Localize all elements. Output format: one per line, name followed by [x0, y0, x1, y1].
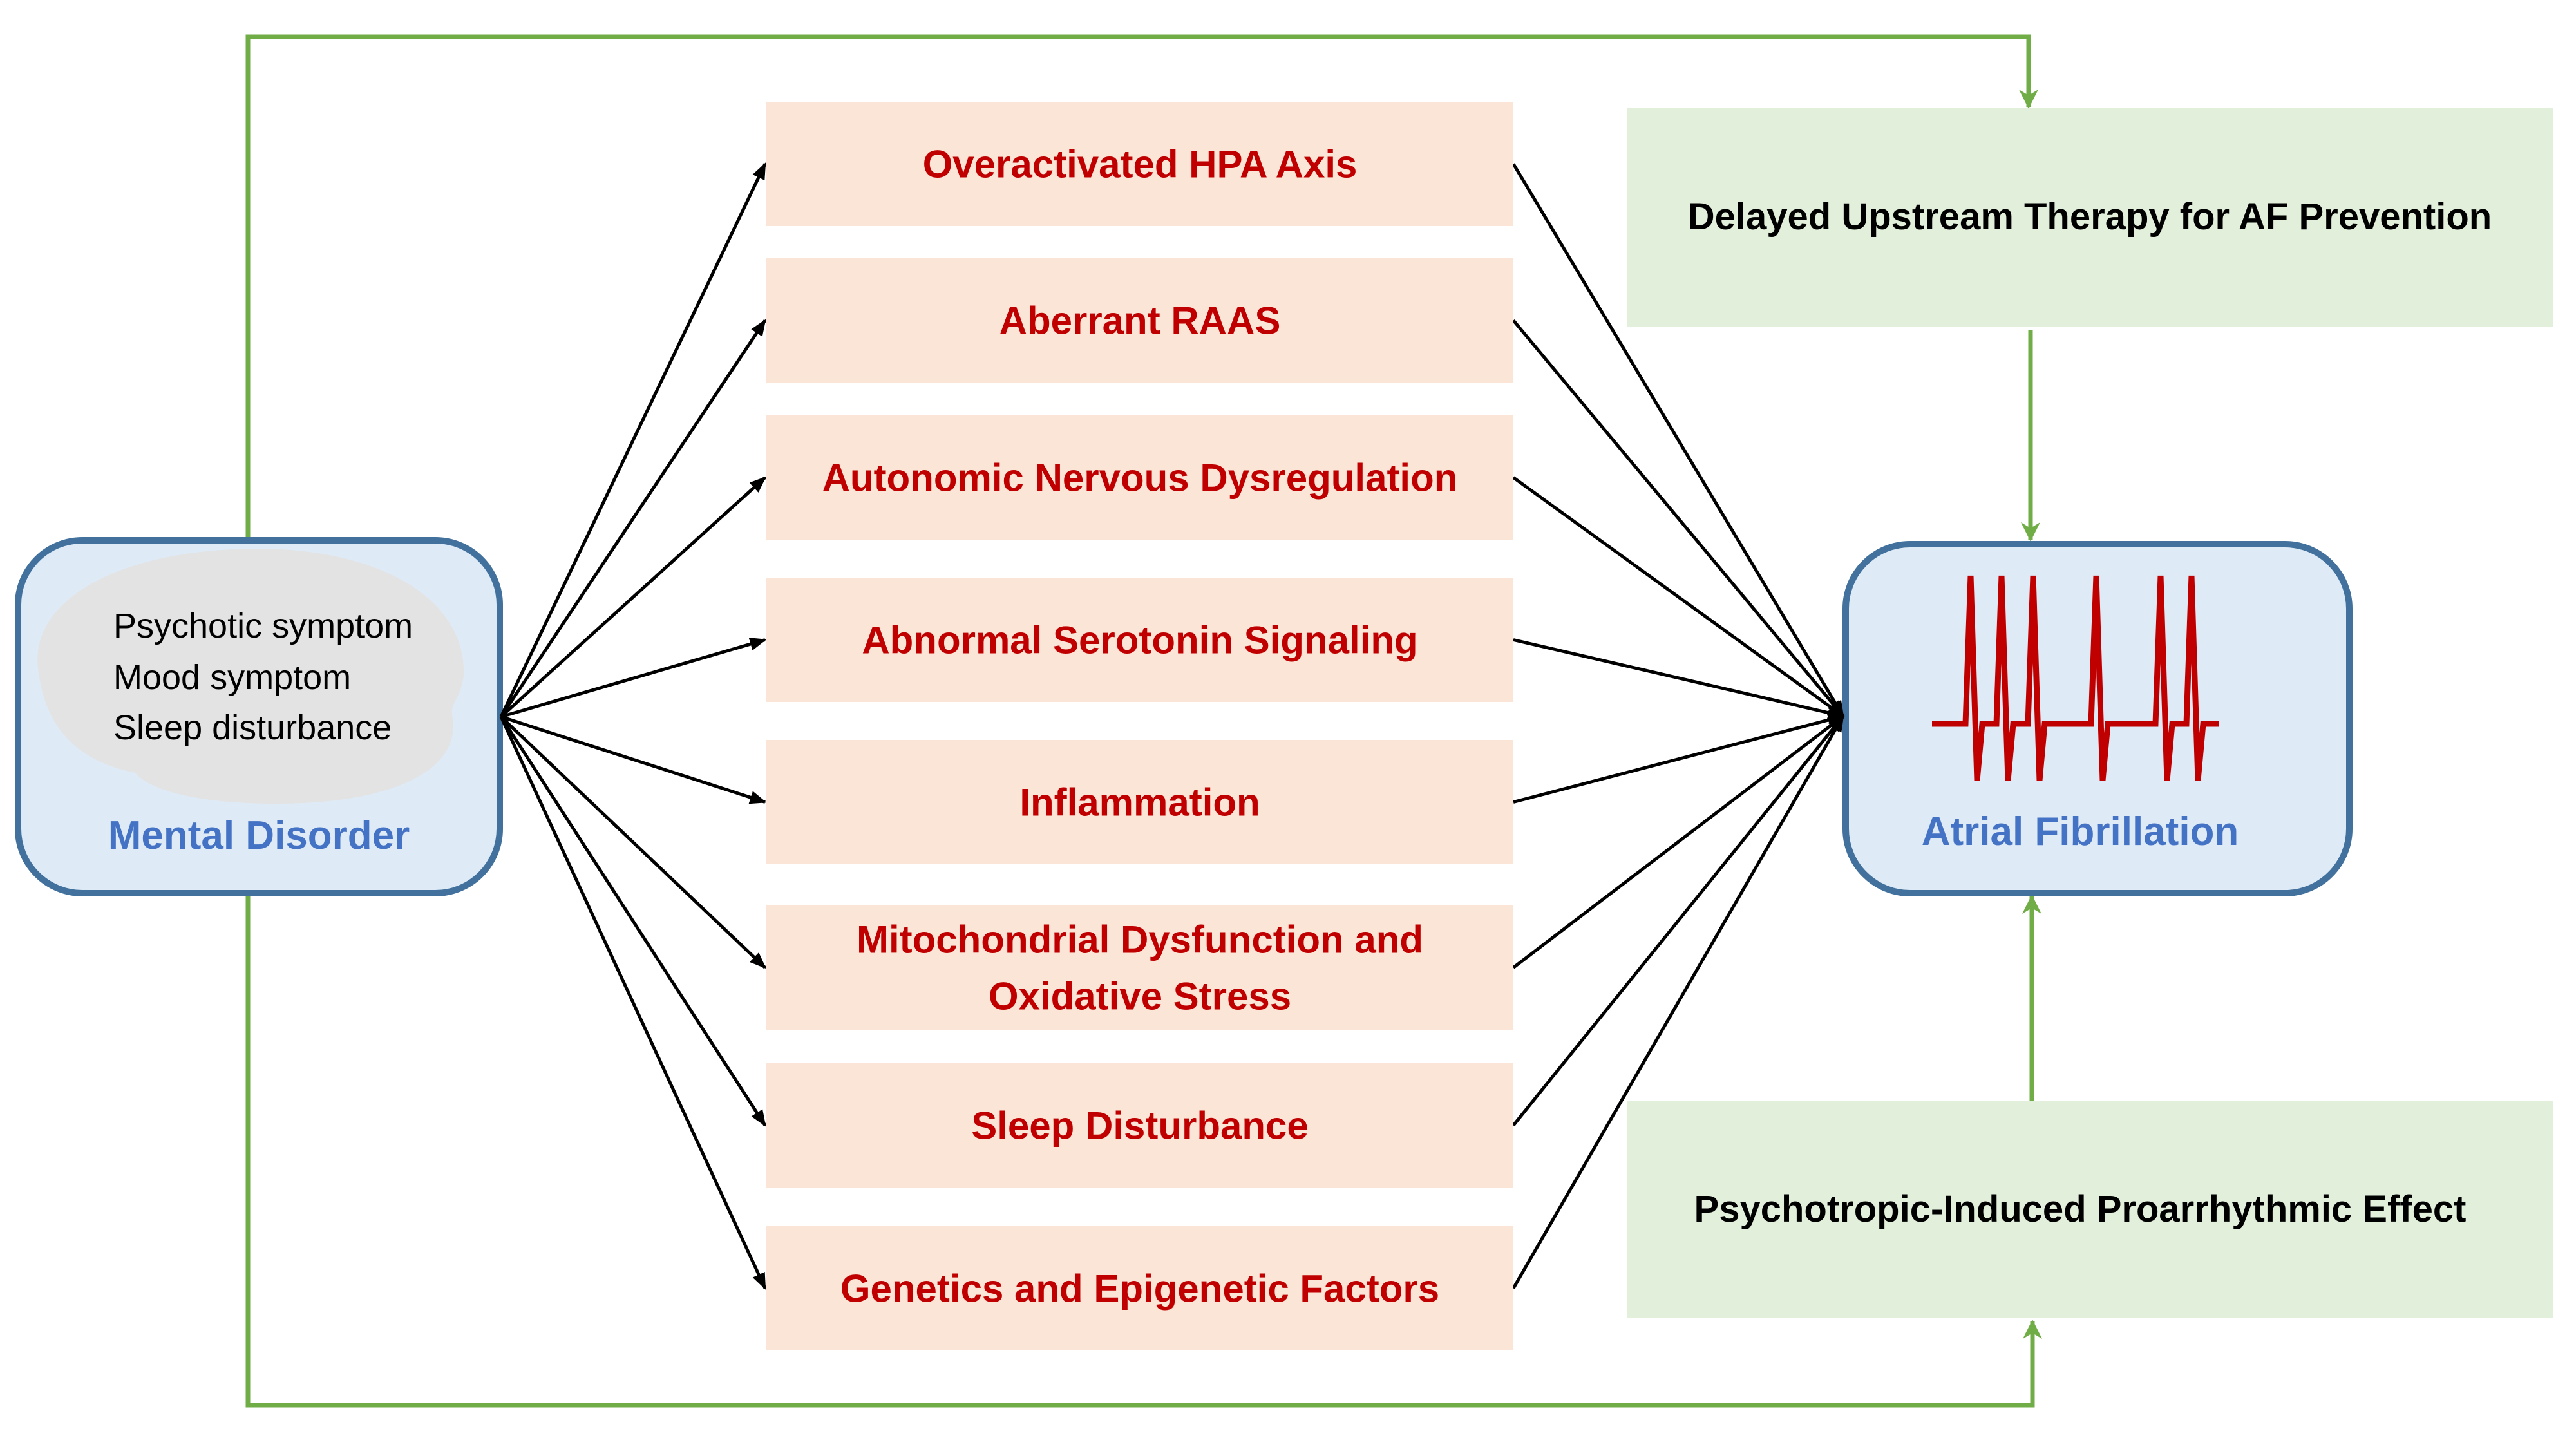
mechanism-box: [766, 1226, 1513, 1350]
symptom-psychotic: Psychotic symptom: [113, 607, 413, 645]
mechanism-outgoing-arrow: [1512, 319, 1844, 717]
mechanism-label: Aberrant RAAS: [999, 299, 1281, 343]
mechanism-incoming-arrow: [499, 319, 767, 718]
mechanism-box: [766, 415, 1513, 540]
mechanism-label: Autonomic Nervous Dysregulation: [822, 457, 1458, 500]
mechanism-label: Oxidative Stress: [989, 975, 1291, 1018]
mechanism-outgoing-arrow: [1512, 715, 1845, 969]
mechanism-outgoing-arrow: [1512, 476, 1845, 718]
symptom-sleep: Sleep disturbance: [113, 708, 392, 747]
mechanism-outgoing-arrow: [1511, 163, 1845, 718]
mechanism-outgoing-arrows: [1511, 163, 1845, 1289]
mechanism-outgoing-arrow: [1512, 714, 1844, 1127]
mental-disorder-node[interactable]: Psychotic symptom Mood symptom Sleep dis…: [15, 537, 503, 896]
side-path-top-box: [1627, 108, 2553, 327]
mechanism-item[interactable]: Autonomic Nervous Dysregulation: [766, 415, 1513, 540]
mechanism-label: Overactivated HPA Axis: [923, 143, 1358, 186]
mechanism-box: [766, 1063, 1513, 1188]
mechanism-incoming-arrow: [499, 715, 767, 1290]
mechanism-item[interactable]: Abnormal Serotonin Signaling: [766, 578, 1513, 702]
bottom-side-connector: [245, 896, 2042, 1408]
symptom-mood: Mood symptom: [113, 658, 351, 697]
mechanism-incoming-arrow: [500, 476, 766, 718]
mechanism-box: [766, 578, 1513, 702]
mechanism-label: Sleep Disturbance: [971, 1104, 1309, 1148]
mechanism-outgoing-arrow: [1511, 714, 1845, 1289]
symptom-blob: [37, 549, 464, 804]
mental-disorder-title: Mental Disorder: [108, 813, 410, 858]
ecg-waveform-icon: [1932, 575, 2219, 781]
mechanism-label: Mitochondrial Dysfunction and: [857, 918, 1423, 961]
mechanism-item[interactable]: Overactivated HPA Axis: [766, 102, 1513, 226]
side-path-top[interactable]: Delayed Upstream Therapy for AF Preventi…: [1627, 108, 2553, 327]
mechanism-item[interactable]: Aberrant RAAS: [766, 258, 1513, 383]
mechanism-incoming-arrow: [499, 162, 767, 718]
mechanism-label: Inflammation: [1019, 781, 1260, 824]
side-path-connectors: [245, 34, 2042, 1408]
top-side-connector: [245, 34, 2038, 537]
mechanism-incoming-arrows: [499, 162, 767, 1290]
mechanism-incoming-arrow: [499, 715, 767, 1127]
mechanism-incoming-arrow: [500, 715, 767, 804]
side-path-bottom-box: [1627, 1101, 2553, 1318]
atrial-fibrillation-node[interactable]: Atrial Fibrillation: [1842, 541, 2353, 896]
mechanism-box: [766, 102, 1513, 226]
mechanism-item[interactable]: Inflammation: [766, 740, 1513, 864]
atrial-fibrillation-title: Atrial Fibrillation: [1922, 810, 2239, 854]
side-path-top-label: Delayed Upstream Therapy for AF Preventi…: [1688, 196, 2492, 238]
mechanism-incoming-arrow: [500, 715, 766, 969]
mechanism-label: Abnormal Serotonin Signaling: [862, 619, 1417, 662]
mechanism-outgoing-arrow: [1513, 713, 1845, 804]
mechanism-box: [766, 905, 1513, 1030]
side-path-bottom-label: Psychotropic-Induced Proarrhythmic Effec…: [1694, 1188, 2467, 1230]
side-path-bottom[interactable]: Psychotropic-Induced Proarrhythmic Effec…: [1627, 1101, 2553, 1318]
mechanism-box: [766, 258, 1513, 383]
mechanism-outgoing-arrow: [1513, 638, 1845, 719]
mechanism-incoming-arrow: [500, 638, 767, 719]
mechanism-label: Genetics and Epigenetic Factors: [840, 1267, 1439, 1311]
mechanism-item[interactable]: Sleep Disturbance: [766, 1063, 1513, 1188]
mechanism-box: [766, 740, 1513, 864]
mechanism-item[interactable]: Genetics and Epigenetic Factors: [766, 1226, 1513, 1350]
